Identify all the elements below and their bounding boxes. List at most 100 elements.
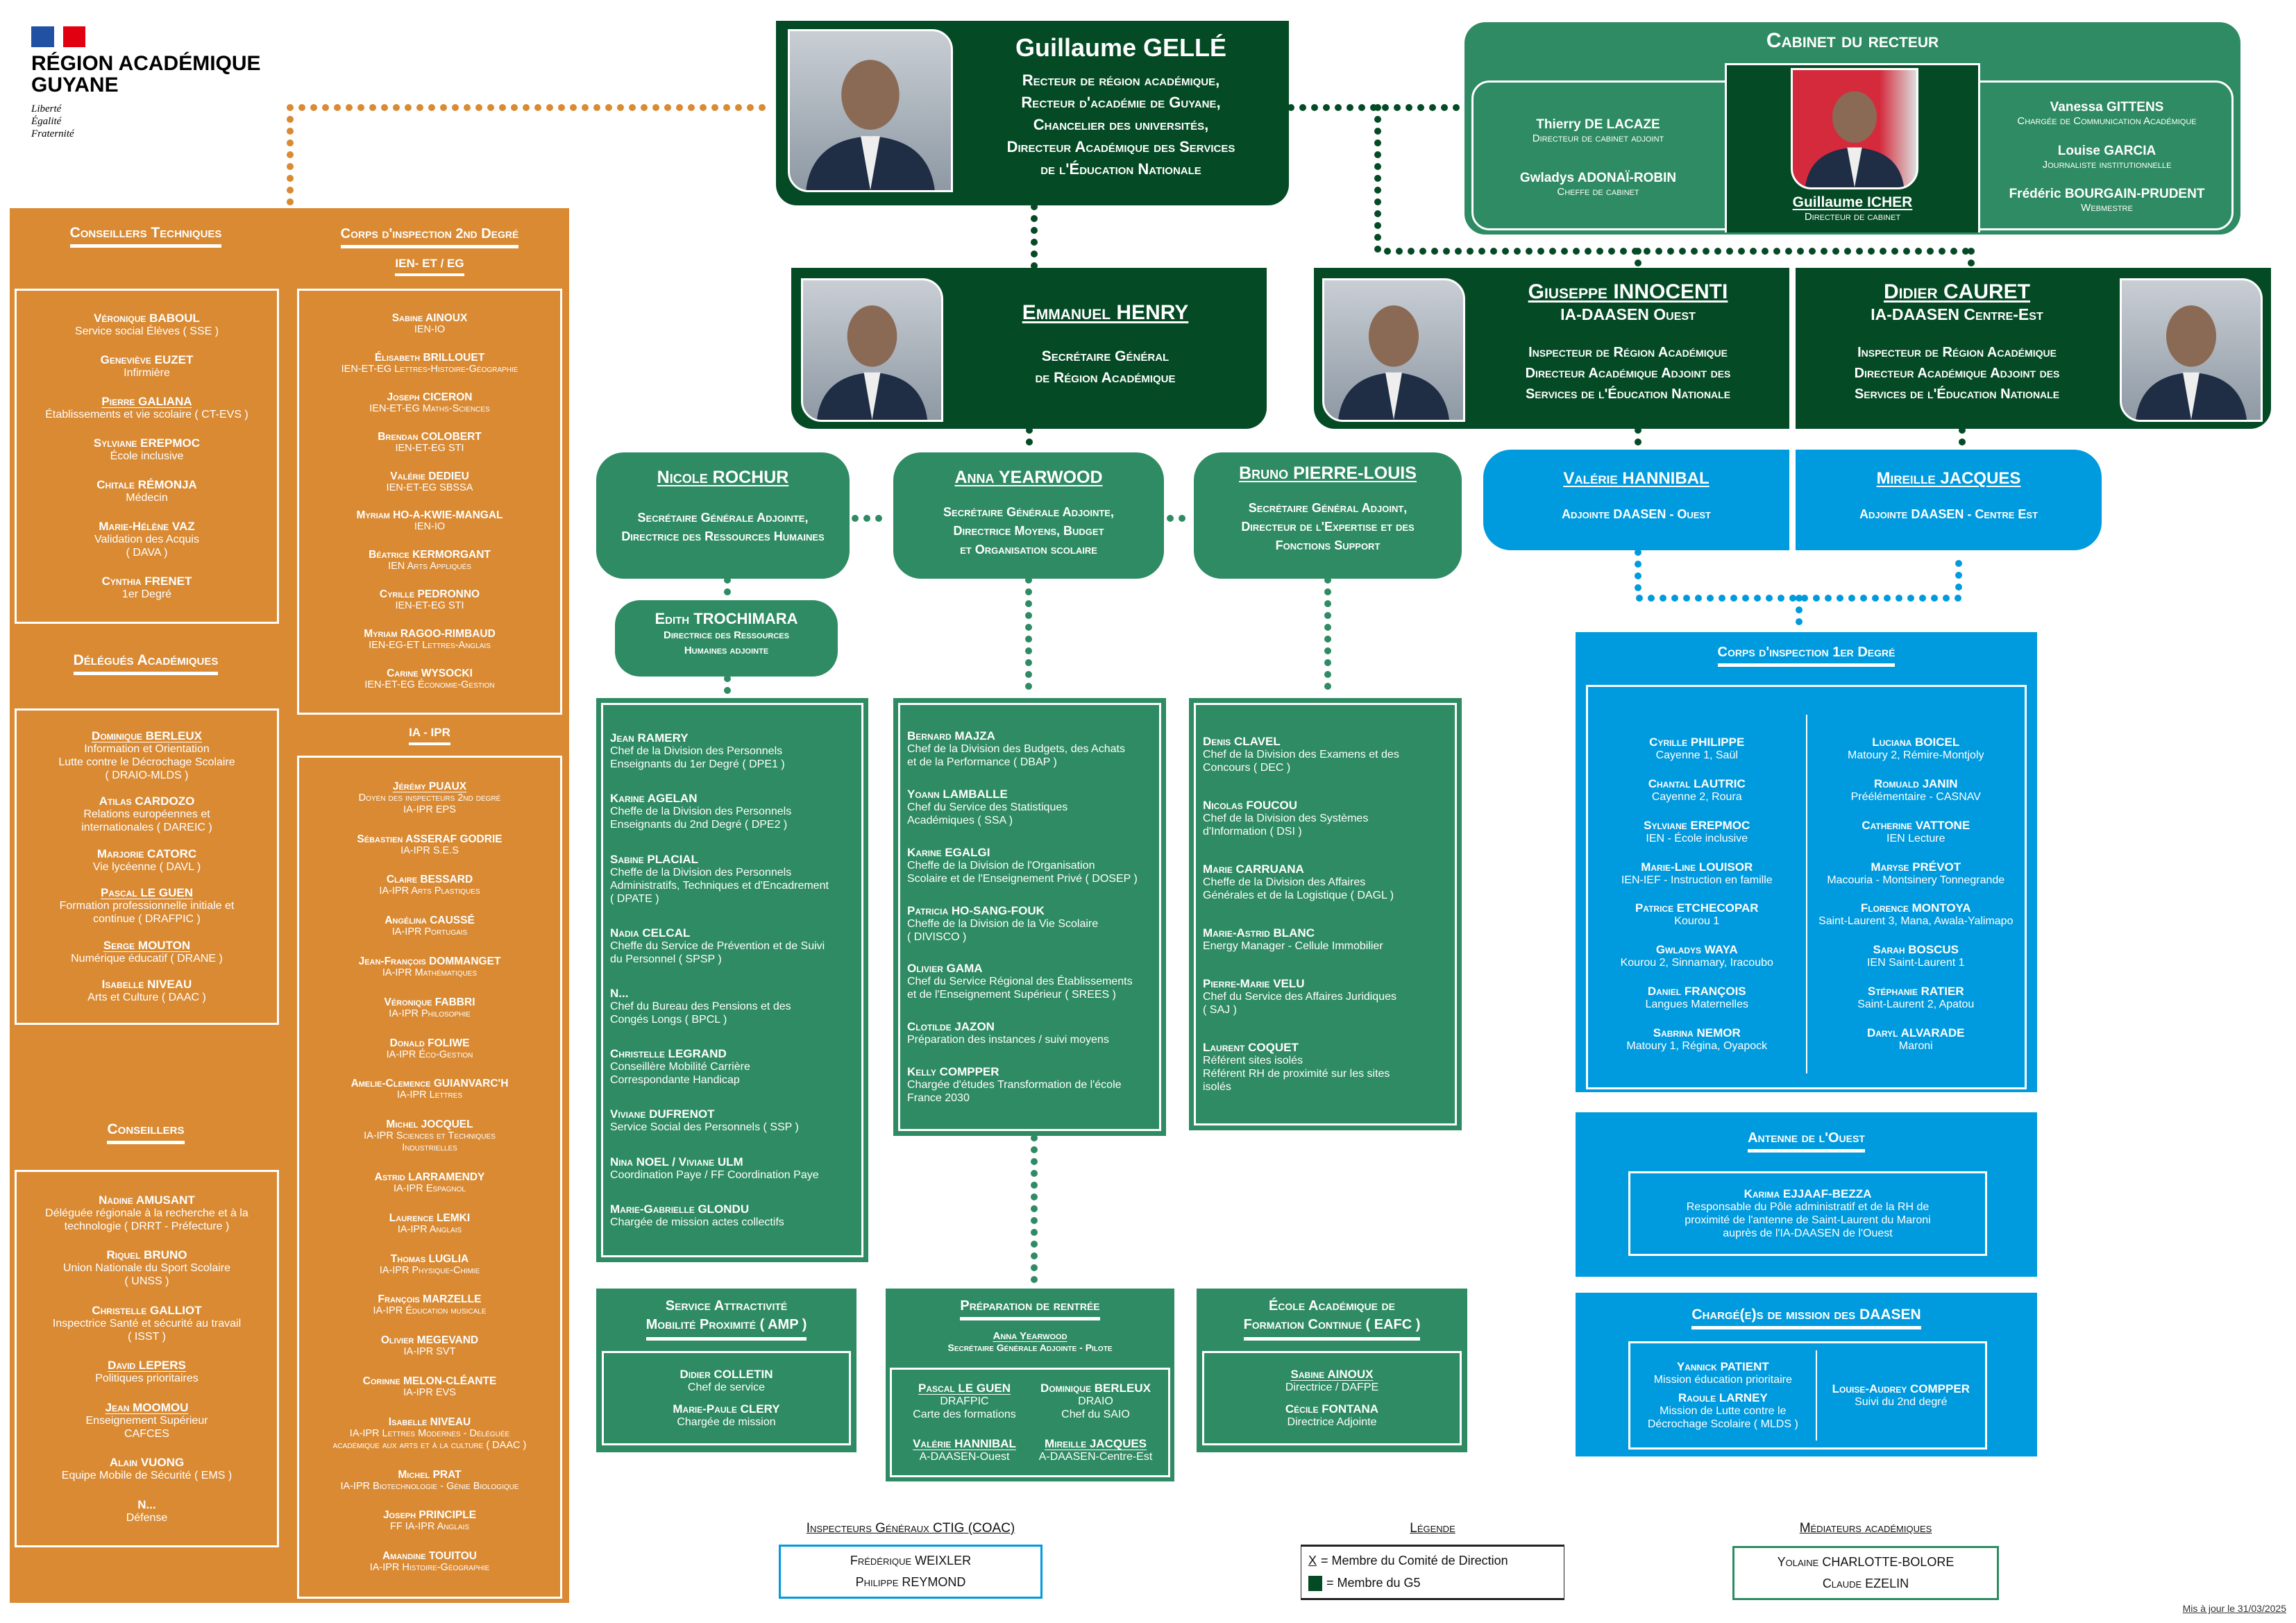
person-role: Formation professionnelle initiale et [59, 900, 235, 912]
person-role: ( SAJ ) [1203, 1004, 1237, 1016]
daasen-sub: IA-DAASEN Ouest [1560, 305, 1696, 323]
legend-box: X= Membre du Comité de Direction = Membr… [1301, 1545, 1564, 1600]
person-role: ( DRAIO-MLDS ) [105, 769, 189, 781]
person-name: Astrid LARRAMENDY [374, 1171, 485, 1183]
adjointes-corps1-connector [1635, 549, 1962, 634]
marianne-flag-icon [31, 26, 85, 47]
person-role: Chargée de mission actes collectifs [610, 1216, 784, 1228]
motto-egalite: Égalité [31, 116, 62, 127]
person-silhouette-icon [1338, 305, 1449, 420]
person-name: Jean MOOMOU [105, 1400, 189, 1414]
recteur-titles: Recteur de région académique,Recteur d'a… [960, 69, 1282, 180]
title-line: Mobilité Proximité ( AMP ) [645, 1317, 807, 1332]
title-line: de l'Éducation Nationale [1040, 160, 1201, 178]
person-role: Kourou 2, Sinnamary, Iracoubo [1620, 957, 1773, 969]
person-role: IA-IPR EVS [403, 1386, 456, 1398]
person-name: Karine EGALGI [907, 845, 990, 859]
person-role: Saint-Laurent 3, Mana, Awala-Yalimapo [1818, 915, 2014, 928]
person-name: Amelie-Clemence GUIANVARC'H [351, 1078, 509, 1090]
person-name: Bernard MAJZA [907, 729, 995, 742]
person-name: Sarah BOSCUS [1873, 943, 1959, 957]
person-name: Stéphanie RATIER [1867, 985, 1964, 999]
person-name: Marie-Hélène VAZ [99, 520, 195, 533]
person-role: et de la Performance ( DBAP ) [907, 756, 1057, 768]
person-name: Pascal LE GUEN [101, 886, 193, 900]
person-name: Daryl ALVARADE [1866, 1026, 1965, 1039]
person-name: Nicolas FOUCOU [1203, 799, 1297, 812]
person-role: Cheffe de la Division de la Vie Scolaire [907, 917, 1099, 930]
logo-region-academique: RÉGION ACADÉMIQUE GUYANE Liberté Égalité… [31, 26, 261, 140]
person-name: Alain VUONG [109, 1456, 185, 1469]
person-name: Riquel BRUNO [106, 1248, 187, 1261]
person-role: Industrielles [402, 1142, 457, 1154]
person-name: Myriam HO-A-KWIE-MANGAL [356, 509, 503, 522]
person-role: ( DIVISCO ) [907, 931, 967, 943]
person-role: d'Information ( DSI ) [1203, 826, 1302, 838]
person-name: Myriam RAGOO-RIMBAUD [364, 628, 496, 640]
title-line: Formation Continue ( EAFC ) [1243, 1317, 1421, 1332]
person-role: IA-IPR Histoire-Géographie [369, 1562, 490, 1574]
legend-g5-text: = Membre du G5 [1326, 1576, 1421, 1590]
adjointe-name: Mireille JACQUES [1876, 469, 2021, 488]
title-line: Directeur de l'Expertise et des [1241, 520, 1415, 534]
person-name: Valérie HANNIBAL [913, 1437, 1016, 1450]
person-role: DRAFPIC [940, 1395, 989, 1407]
person-role: Chargée de Communication Académique [2017, 114, 2197, 127]
title-line: Inspecteur de Région Académique [1528, 345, 1728, 360]
sga-titles: Secrétaire Générale Adjointe,Directrice … [893, 503, 1164, 559]
person-name: Sabine AINOUX [1290, 1367, 1374, 1381]
person-name: Sabine PLACIAL [610, 852, 699, 866]
prep-title: Préparation de rentrée [960, 1298, 1100, 1320]
person-role: Chef de la Division des Personnels [610, 745, 783, 758]
person-name: Angélina CAUSSÉ [385, 915, 475, 927]
preparation-rentree-panel: Préparation de rentrée Anna Yearwood Sec… [886, 1289, 1174, 1481]
person-role: IA-IPR Sciences et Techniques [364, 1130, 496, 1142]
person-role: Congés Longs ( BPCL ) [610, 1013, 727, 1026]
person-name: Olivier GAMA [907, 962, 983, 976]
person-name: Claire BESSARD [386, 874, 473, 886]
person-role: Vie lycéenne ( DAVL ) [92, 860, 201, 873]
person-role: IA-IPR S.E.S [400, 844, 459, 856]
mediateurs-box: Yolaine CHARLOTTE-BOLORE Claude EZELIN [1732, 1546, 1999, 1600]
person-role: IEN-IEF - Instruction en famille [1621, 874, 1773, 886]
person-name: Carine WYSOCKI [387, 668, 473, 680]
person-name: Sylviane EREPMOC [93, 436, 201, 450]
person-role: auprès de l'IA-DAASEN de l'Ouest [1723, 1227, 1893, 1239]
person-role: IEN-ET-EG STI [395, 600, 464, 612]
